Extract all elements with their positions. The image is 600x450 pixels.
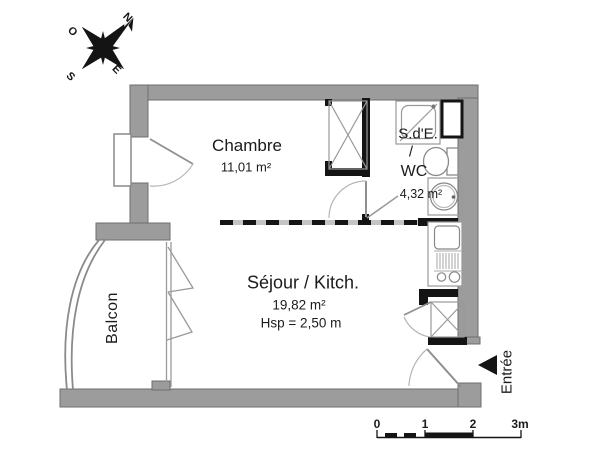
dish-drainer bbox=[436, 253, 459, 269]
sde-area-label: 4,32 m² bbox=[399, 187, 443, 201]
kitchen-counter bbox=[427, 221, 463, 287]
compass-rose-icon: N O S E bbox=[63, 11, 134, 84]
compass-west-label: O bbox=[65, 24, 80, 39]
technical-duct bbox=[440, 99, 464, 139]
scale-tick-3m: 3m bbox=[511, 417, 529, 431]
scale-tick-2: 2 bbox=[469, 417, 477, 431]
sde-room-label-line2: / bbox=[408, 143, 414, 161]
wc-door bbox=[328, 180, 367, 219]
sde-room-label-line3: WC bbox=[400, 163, 428, 180]
cooktop-burner bbox=[436, 272, 447, 282]
sejour-closet bbox=[403, 301, 465, 338]
entrance-label: Entrée bbox=[498, 349, 516, 395]
scale-tick-1: 1 bbox=[421, 417, 429, 431]
balcon-room-label: Balcon bbox=[104, 292, 121, 344]
sejour-area-label: 19,82 m² bbox=[272, 297, 326, 313]
balcony-glazing bbox=[165, 242, 195, 387]
area-leader-line bbox=[366, 195, 399, 219]
toilet bbox=[422, 146, 459, 177]
cooktop-burner bbox=[448, 271, 461, 283]
sejour-room-label: Séjour / Kitch. bbox=[246, 272, 360, 293]
outer-walls bbox=[59, 84, 482, 408]
entrance-arrow-icon bbox=[478, 355, 497, 375]
entrance-door bbox=[408, 348, 462, 388]
scale-tick-0: 0 bbox=[373, 417, 381, 431]
shower bbox=[395, 100, 441, 145]
chambre-closet bbox=[328, 100, 368, 170]
washing-machine bbox=[427, 177, 463, 216]
compass-east-label: E bbox=[109, 63, 123, 77]
balcony-railing bbox=[64, 239, 106, 391]
scale-bar bbox=[376, 430, 522, 439]
chambre-area-label: 11,01 m² bbox=[220, 159, 272, 175]
chambre-room-label: Chambre bbox=[212, 136, 282, 155]
sde-room-label-line1: S.d'E. bbox=[398, 125, 438, 143]
compass-south-label: S bbox=[63, 70, 77, 84]
sejour-ceiling-height-label: Hsp = 2,50 m bbox=[260, 315, 342, 331]
chambre-window bbox=[113, 133, 194, 187]
